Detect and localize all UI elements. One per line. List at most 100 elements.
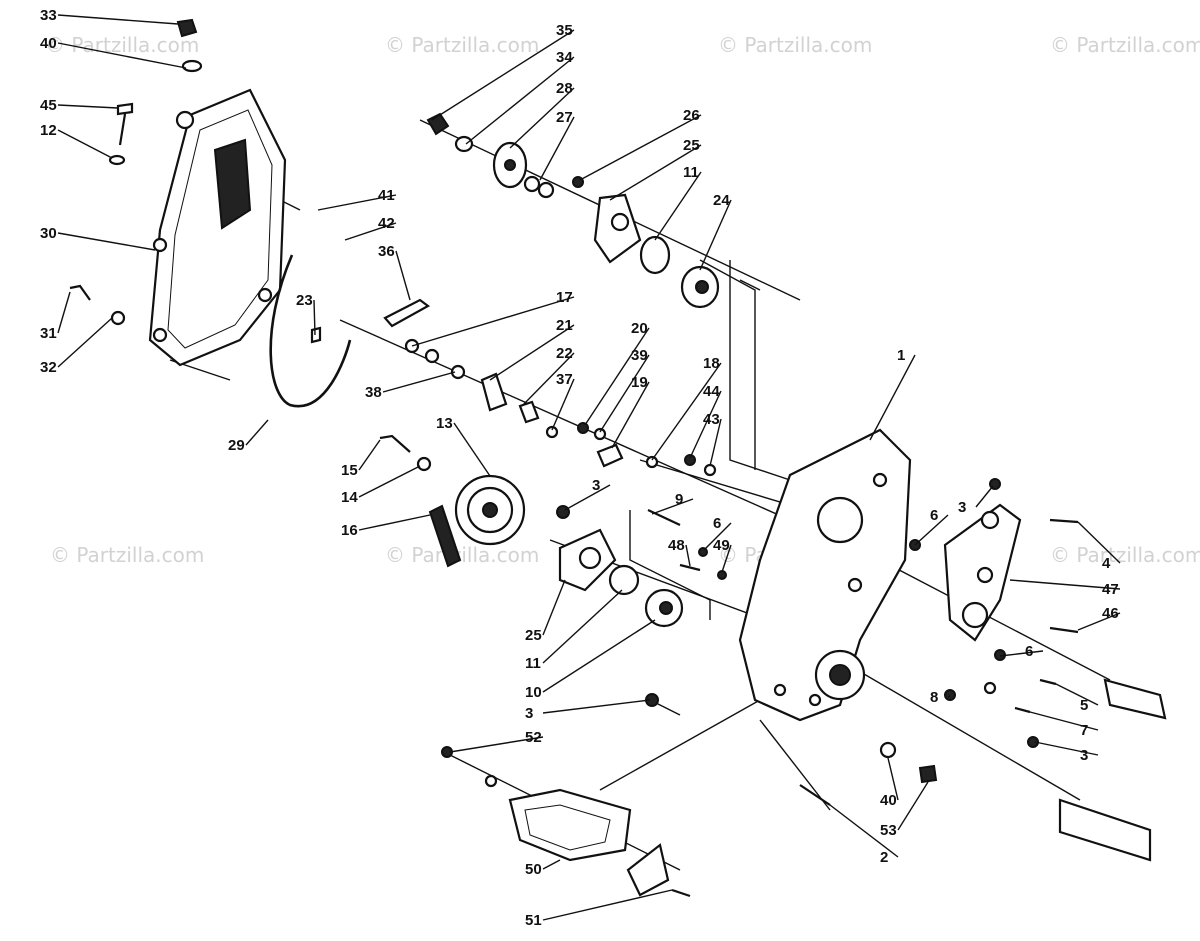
callout-number: 6 [1025, 643, 1033, 660]
callout-number: 10 [525, 684, 542, 701]
leader-lines [57, 14, 1121, 921]
leader-line [1077, 612, 1121, 631]
leader-line [521, 352, 575, 407]
leader-line [57, 291, 71, 334]
leader-line [709, 418, 722, 467]
output-shafts [1058, 678, 1167, 862]
callout-number: 4 [1102, 555, 1111, 572]
callout-number: 27 [556, 109, 573, 126]
callout-number: 8 [930, 689, 938, 706]
callout-number: 42 [378, 215, 395, 232]
leader-line [449, 736, 544, 753]
callout-number: 32 [40, 359, 57, 376]
watermark-text: © Partzilla.com [385, 543, 539, 567]
callout-number: 3 [592, 477, 600, 494]
leader-line [947, 695, 951, 698]
callout-number: 26 [683, 107, 700, 124]
leader-line [313, 299, 316, 336]
leader-line [542, 699, 651, 714]
watermark-text: © Partzilla.com [385, 33, 539, 57]
leader-line [721, 544, 732, 573]
tensioner-shaft-parts [404, 338, 717, 477]
leader-line [914, 514, 949, 546]
leader-line [509, 87, 575, 149]
leader-line [489, 324, 575, 381]
chain-case-cover [148, 88, 287, 367]
upper-bearing-assembly [593, 193, 720, 309]
leader-line [57, 14, 179, 25]
callout-number: 15 [341, 462, 358, 479]
leader-line [542, 589, 623, 664]
callout-number: 21 [556, 317, 573, 334]
callout-number: 17 [556, 289, 573, 306]
callout-number: 24 [713, 192, 730, 209]
leader-line [551, 378, 575, 431]
callout-number: 20 [631, 320, 648, 337]
lower-bracket-assembly [441, 746, 691, 898]
callout-number: 45 [40, 97, 57, 114]
leader-line [317, 194, 397, 211]
leader-line [651, 498, 694, 515]
callout-number: 51 [525, 912, 542, 929]
cover-hardware [69, 18, 203, 326]
leader-line [609, 144, 702, 201]
leader-line [999, 650, 1044, 657]
callout-number: 19 [631, 374, 648, 391]
watermark-layer: © Partzilla.com © Partzilla.com © Partzi… [45, 33, 1200, 567]
leader-line [887, 757, 899, 801]
callout-number: 7 [1080, 722, 1088, 739]
upper-sprocket-stack [426, 112, 584, 199]
leader-line [689, 390, 722, 459]
assembly-axis-lines [169, 119, 1111, 871]
leader-line [57, 42, 187, 69]
callout-number: 35 [556, 22, 573, 39]
leader-line [245, 419, 269, 446]
callout-number: 48 [668, 537, 685, 554]
leader-line [431, 29, 575, 121]
leader-line [453, 422, 491, 477]
leader-line [57, 104, 119, 109]
leader-line [57, 129, 113, 159]
lower-sprocket-assembly [379, 434, 526, 568]
callout-number: 29 [228, 437, 245, 454]
leader-line [611, 381, 650, 449]
main-chain-case [738, 428, 912, 722]
watermark-text: © Partzilla.com [50, 543, 204, 567]
leader-line [358, 439, 381, 471]
leader-line [703, 522, 732, 551]
callout-number: 11 [525, 655, 541, 672]
callout-number: 37 [556, 371, 573, 388]
callout-number: 28 [556, 80, 573, 97]
leader-line [1009, 579, 1121, 590]
leader-line [579, 114, 702, 181]
callout-number: 30 [40, 225, 57, 242]
leader-line [542, 889, 673, 921]
callout-number: 44 [703, 383, 720, 400]
callout-number: 53 [880, 822, 897, 839]
leader-line [897, 781, 929, 831]
leader-line [699, 199, 732, 271]
callout-number: 25 [683, 137, 700, 154]
leader-line [465, 56, 575, 145]
leader-line [539, 116, 575, 181]
callout-number: 38 [365, 384, 382, 401]
leader-line [564, 484, 611, 511]
drive-chain [269, 254, 431, 408]
callout-labels: 3340451230313229234142361721382237353428… [40, 7, 1119, 929]
callout-number: 49 [713, 537, 730, 554]
callout-number: 6 [930, 507, 938, 524]
callout-number: 5 [1080, 697, 1088, 714]
leader-line [869, 354, 916, 441]
leader-line [344, 222, 397, 241]
loose-hardware-right [556, 505, 1057, 806]
callout-number: 40 [880, 792, 897, 809]
mounting-bracket [943, 478, 1079, 642]
leader-line [411, 296, 575, 347]
callout-number: 31 [40, 325, 57, 342]
leader-line [599, 354, 650, 433]
callout-number: 2 [880, 849, 888, 866]
callout-number: 46 [1102, 605, 1119, 622]
leader-line [1077, 521, 1121, 564]
leader-line [358, 465, 421, 498]
